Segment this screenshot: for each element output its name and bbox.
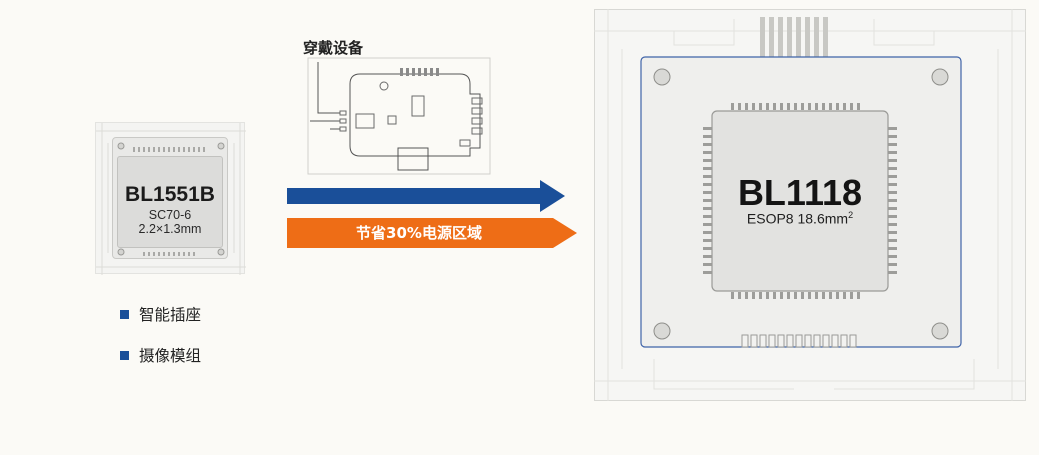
small-chip-die — [117, 156, 223, 248]
arrow-right-icon — [287, 180, 577, 248]
small-chip-name: BL1551B — [125, 183, 215, 206]
large-chip-package-text: ESOP8 18.6mm — [746, 210, 849, 227]
small-chip-package: SC70-6 — [148, 208, 192, 222]
large-chip-icon — [594, 9, 1026, 401]
blue-arrow — [287, 180, 565, 212]
large-chip-package-sup: 2 — [848, 210, 854, 220]
small-chip-icon — [112, 137, 228, 259]
list-item: 摄像模组 — [120, 345, 201, 365]
small-board-traces — [96, 123, 246, 275]
bullet-square-icon — [120, 350, 129, 360]
large-chip-name: BL1118 — [737, 172, 863, 213]
small-chip-body — [117, 142, 225, 256]
large-chip-body — [711, 110, 889, 292]
savings-label: 节省30%电源区域 — [356, 224, 482, 242]
orange-arrow — [287, 218, 577, 248]
application-label: 摄像模组 — [139, 347, 202, 365]
large-chip-package: ESOP8 18.6mm2 — [712, 210, 888, 227]
wearable-title: 穿戴设备 — [303, 39, 364, 57]
small-chip-size: 2.2×1.3mm — [138, 222, 202, 236]
list-item: 智能插座 — [120, 304, 201, 324]
bullet-square-icon — [120, 309, 129, 319]
application-label: 智能插座 — [139, 306, 202, 324]
application-list: 智能插座 摄像模组 — [120, 304, 201, 386]
wearable-pcb-icon — [307, 57, 491, 175]
